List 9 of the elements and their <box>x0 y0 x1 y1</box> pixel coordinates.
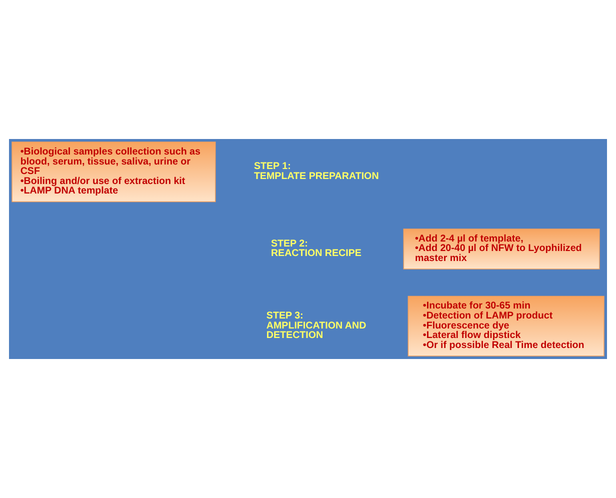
node-box: •Biological samples collection such as blood, serum, tissue, saliva, urine or CSF •Boiling and/or use of extraction kit •LAMP DNA template <box>12 142 216 202</box>
node-label: TEMPLATE PREPARATION <box>254 170 379 182</box>
node-label: STEP 1: <box>254 161 291 172</box>
node-box: •Add 2-4 µl of template, •Add 20-40 µl of NFW to Lyophilized master mix <box>403 228 600 270</box>
node-label: REACTION RECIPE <box>270 248 362 260</box>
node-label: STEP 3: <box>266 310 304 322</box>
node-box: •Incubate for 30-65 min •Detection of LAMP product •Fluorescence dye •Lateral flow dipstick •Or if possible Real Time detection <box>408 296 604 356</box>
node-label: STEP 2: <box>270 238 308 250</box>
node-label: AMPLIFICATION AND DETECTION <box>266 320 366 342</box>
